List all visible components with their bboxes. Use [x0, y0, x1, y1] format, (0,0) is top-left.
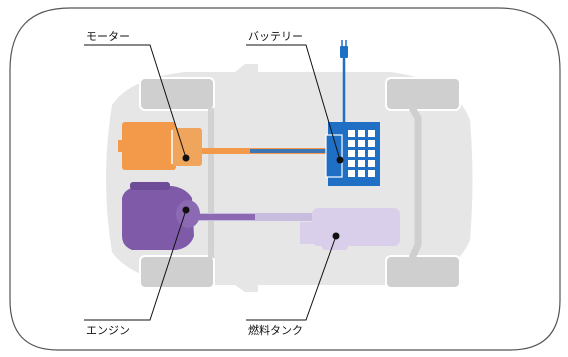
battery-leader-line [246, 44, 341, 161]
battery-label: バッテリー [248, 30, 303, 43]
front-right-wheel [139, 255, 215, 289]
outer-frame [9, 7, 561, 351]
motor-battery-link-blue [250, 149, 335, 153]
front-left-wheel [139, 77, 215, 111]
rear-right-wheel [385, 255, 461, 289]
motor-leader-line [84, 44, 187, 159]
rear-left-wheel [385, 77, 461, 111]
motor [118, 122, 202, 170]
rear-axle [408, 106, 422, 260]
fuel-tank-leader-line [246, 235, 337, 321]
engine-label: エンジン [86, 324, 130, 337]
motor-label: モーター [86, 30, 130, 43]
fuel-tank [300, 208, 400, 250]
engine-tank-link-dark [195, 214, 255, 220]
fuel-tank-label: 燃料タンク [248, 323, 303, 337]
charging-plug-icon [340, 40, 348, 124]
battery [325, 122, 380, 186]
engine-leader-line [84, 209, 187, 321]
front-axle [208, 108, 214, 258]
